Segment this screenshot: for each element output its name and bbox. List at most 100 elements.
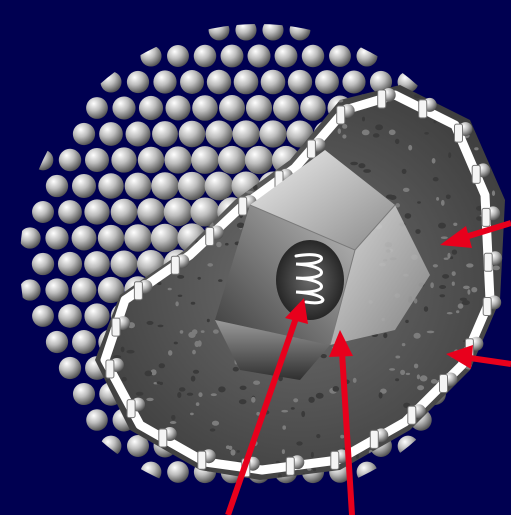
tegument-particle xyxy=(196,402,200,406)
tegument-particle xyxy=(420,375,428,381)
glycoprotein-sphere xyxy=(205,172,234,201)
tegument-particle xyxy=(168,350,172,356)
tegument-particle xyxy=(446,195,451,200)
tegument-particle xyxy=(448,152,451,158)
tegument-particle xyxy=(195,341,200,347)
tegument-particle xyxy=(440,294,446,297)
glycoprotein-sphere xyxy=(167,461,189,483)
tegument-particle xyxy=(358,163,365,168)
tegument-particle xyxy=(458,303,464,308)
tegument-particle xyxy=(395,203,400,207)
tegument-particle xyxy=(490,101,498,107)
glycoprotein-sphere xyxy=(58,200,82,224)
glycoprotein-sphere xyxy=(100,71,121,92)
tegument-particle xyxy=(494,344,498,349)
tegument-particle xyxy=(106,475,109,481)
tegument-particle xyxy=(174,342,178,345)
tegument-particle xyxy=(251,397,255,403)
tegument-particle xyxy=(471,287,477,292)
tegument-particle xyxy=(409,446,412,452)
glycoprotein-sphere xyxy=(32,305,54,327)
glycoprotein-sphere xyxy=(112,96,135,119)
tegument-particle xyxy=(403,188,410,192)
glycoprotein-sphere xyxy=(125,173,152,200)
tegument-particle xyxy=(282,449,285,454)
glycoprotein-sphere xyxy=(248,45,271,68)
tegument-particle xyxy=(484,449,491,454)
tegument-particle xyxy=(419,454,423,460)
glycoprotein-sphere xyxy=(194,45,217,68)
glycoprotein-sphere xyxy=(73,123,95,145)
glycoprotein-sphere xyxy=(72,330,96,354)
tegument-particle xyxy=(456,310,459,313)
tegument-particle xyxy=(402,343,406,346)
glycoprotein-sphere xyxy=(329,45,351,67)
glycoprotein-sphere xyxy=(45,226,68,249)
glycoprotein-sphere xyxy=(33,150,54,171)
glycoprotein-sphere xyxy=(72,226,97,251)
tegument-particle xyxy=(493,266,500,271)
tegument-particle xyxy=(379,392,383,398)
glycoprotein-sphere xyxy=(45,278,68,301)
tegument-particle xyxy=(414,333,421,339)
tegument-particle xyxy=(433,177,439,181)
tegument-particle xyxy=(432,158,436,164)
tegument-particle xyxy=(168,288,172,291)
glycoprotein-sphere xyxy=(357,462,378,483)
tegument-particle xyxy=(363,169,371,173)
glycoprotein-sphere xyxy=(219,95,245,121)
tegument-particle xyxy=(406,373,410,375)
glycoprotein-sphere xyxy=(86,97,108,119)
glycoprotein-sphere xyxy=(32,253,54,275)
tegument-particle xyxy=(474,147,478,150)
glycoprotein-sphere xyxy=(139,96,163,120)
tegument-particle xyxy=(433,415,438,421)
glycoprotein-sphere xyxy=(218,146,246,174)
tegument-particle xyxy=(413,475,417,479)
glycoprotein-sphere xyxy=(46,175,68,197)
glycoprotein-sphere xyxy=(85,148,109,172)
glycoprotein-sphere xyxy=(165,95,190,120)
glycoprotein-sphere xyxy=(86,409,108,431)
tegument-particle xyxy=(430,282,434,288)
tegument-particle xyxy=(375,124,383,130)
glycoprotein-sphere xyxy=(275,45,298,68)
tegument-particle xyxy=(191,376,196,382)
glycoprotein-sphere xyxy=(302,45,324,67)
tegument-particle xyxy=(441,200,445,206)
glycoprotein-sphere xyxy=(245,146,273,174)
glycoprotein-sphere xyxy=(84,303,109,328)
glycoprotein-sphere xyxy=(164,198,193,227)
tegument-particle xyxy=(190,413,194,416)
tegument-particle xyxy=(427,331,435,334)
glycoprotein-sphere xyxy=(32,201,54,223)
tegument-particle xyxy=(103,380,108,383)
tegument-particle xyxy=(333,386,340,392)
tegument-particle xyxy=(447,408,452,414)
glycoprotein-sphere xyxy=(192,95,218,121)
tegument-particle xyxy=(362,117,365,122)
tegument-particle xyxy=(491,378,499,383)
tegument-particle xyxy=(490,90,493,95)
tegument-particle xyxy=(342,124,347,129)
glycoprotein-sphere xyxy=(246,95,272,121)
tegument-particle xyxy=(497,174,502,178)
tegument-particle xyxy=(162,147,167,150)
tegument-particle xyxy=(399,471,405,477)
tegument-particle xyxy=(145,371,153,377)
tegument-particle xyxy=(405,213,412,219)
tegument-particle xyxy=(301,411,305,417)
tegument-particle xyxy=(466,263,473,267)
tegument-particle xyxy=(353,378,357,383)
glycoprotein-sphere xyxy=(124,224,152,252)
glycoprotein-sphere xyxy=(152,121,178,147)
tegument-particle xyxy=(444,258,449,260)
tegument-particle xyxy=(340,435,344,439)
tegument-particle xyxy=(452,271,456,276)
tegument-particle xyxy=(436,197,439,201)
tegument-particle xyxy=(211,393,217,396)
tegument-particle xyxy=(408,145,412,151)
glycoprotein-sphere xyxy=(19,279,40,300)
glycoprotein-sphere xyxy=(191,146,219,174)
tegument-particle xyxy=(386,195,394,199)
